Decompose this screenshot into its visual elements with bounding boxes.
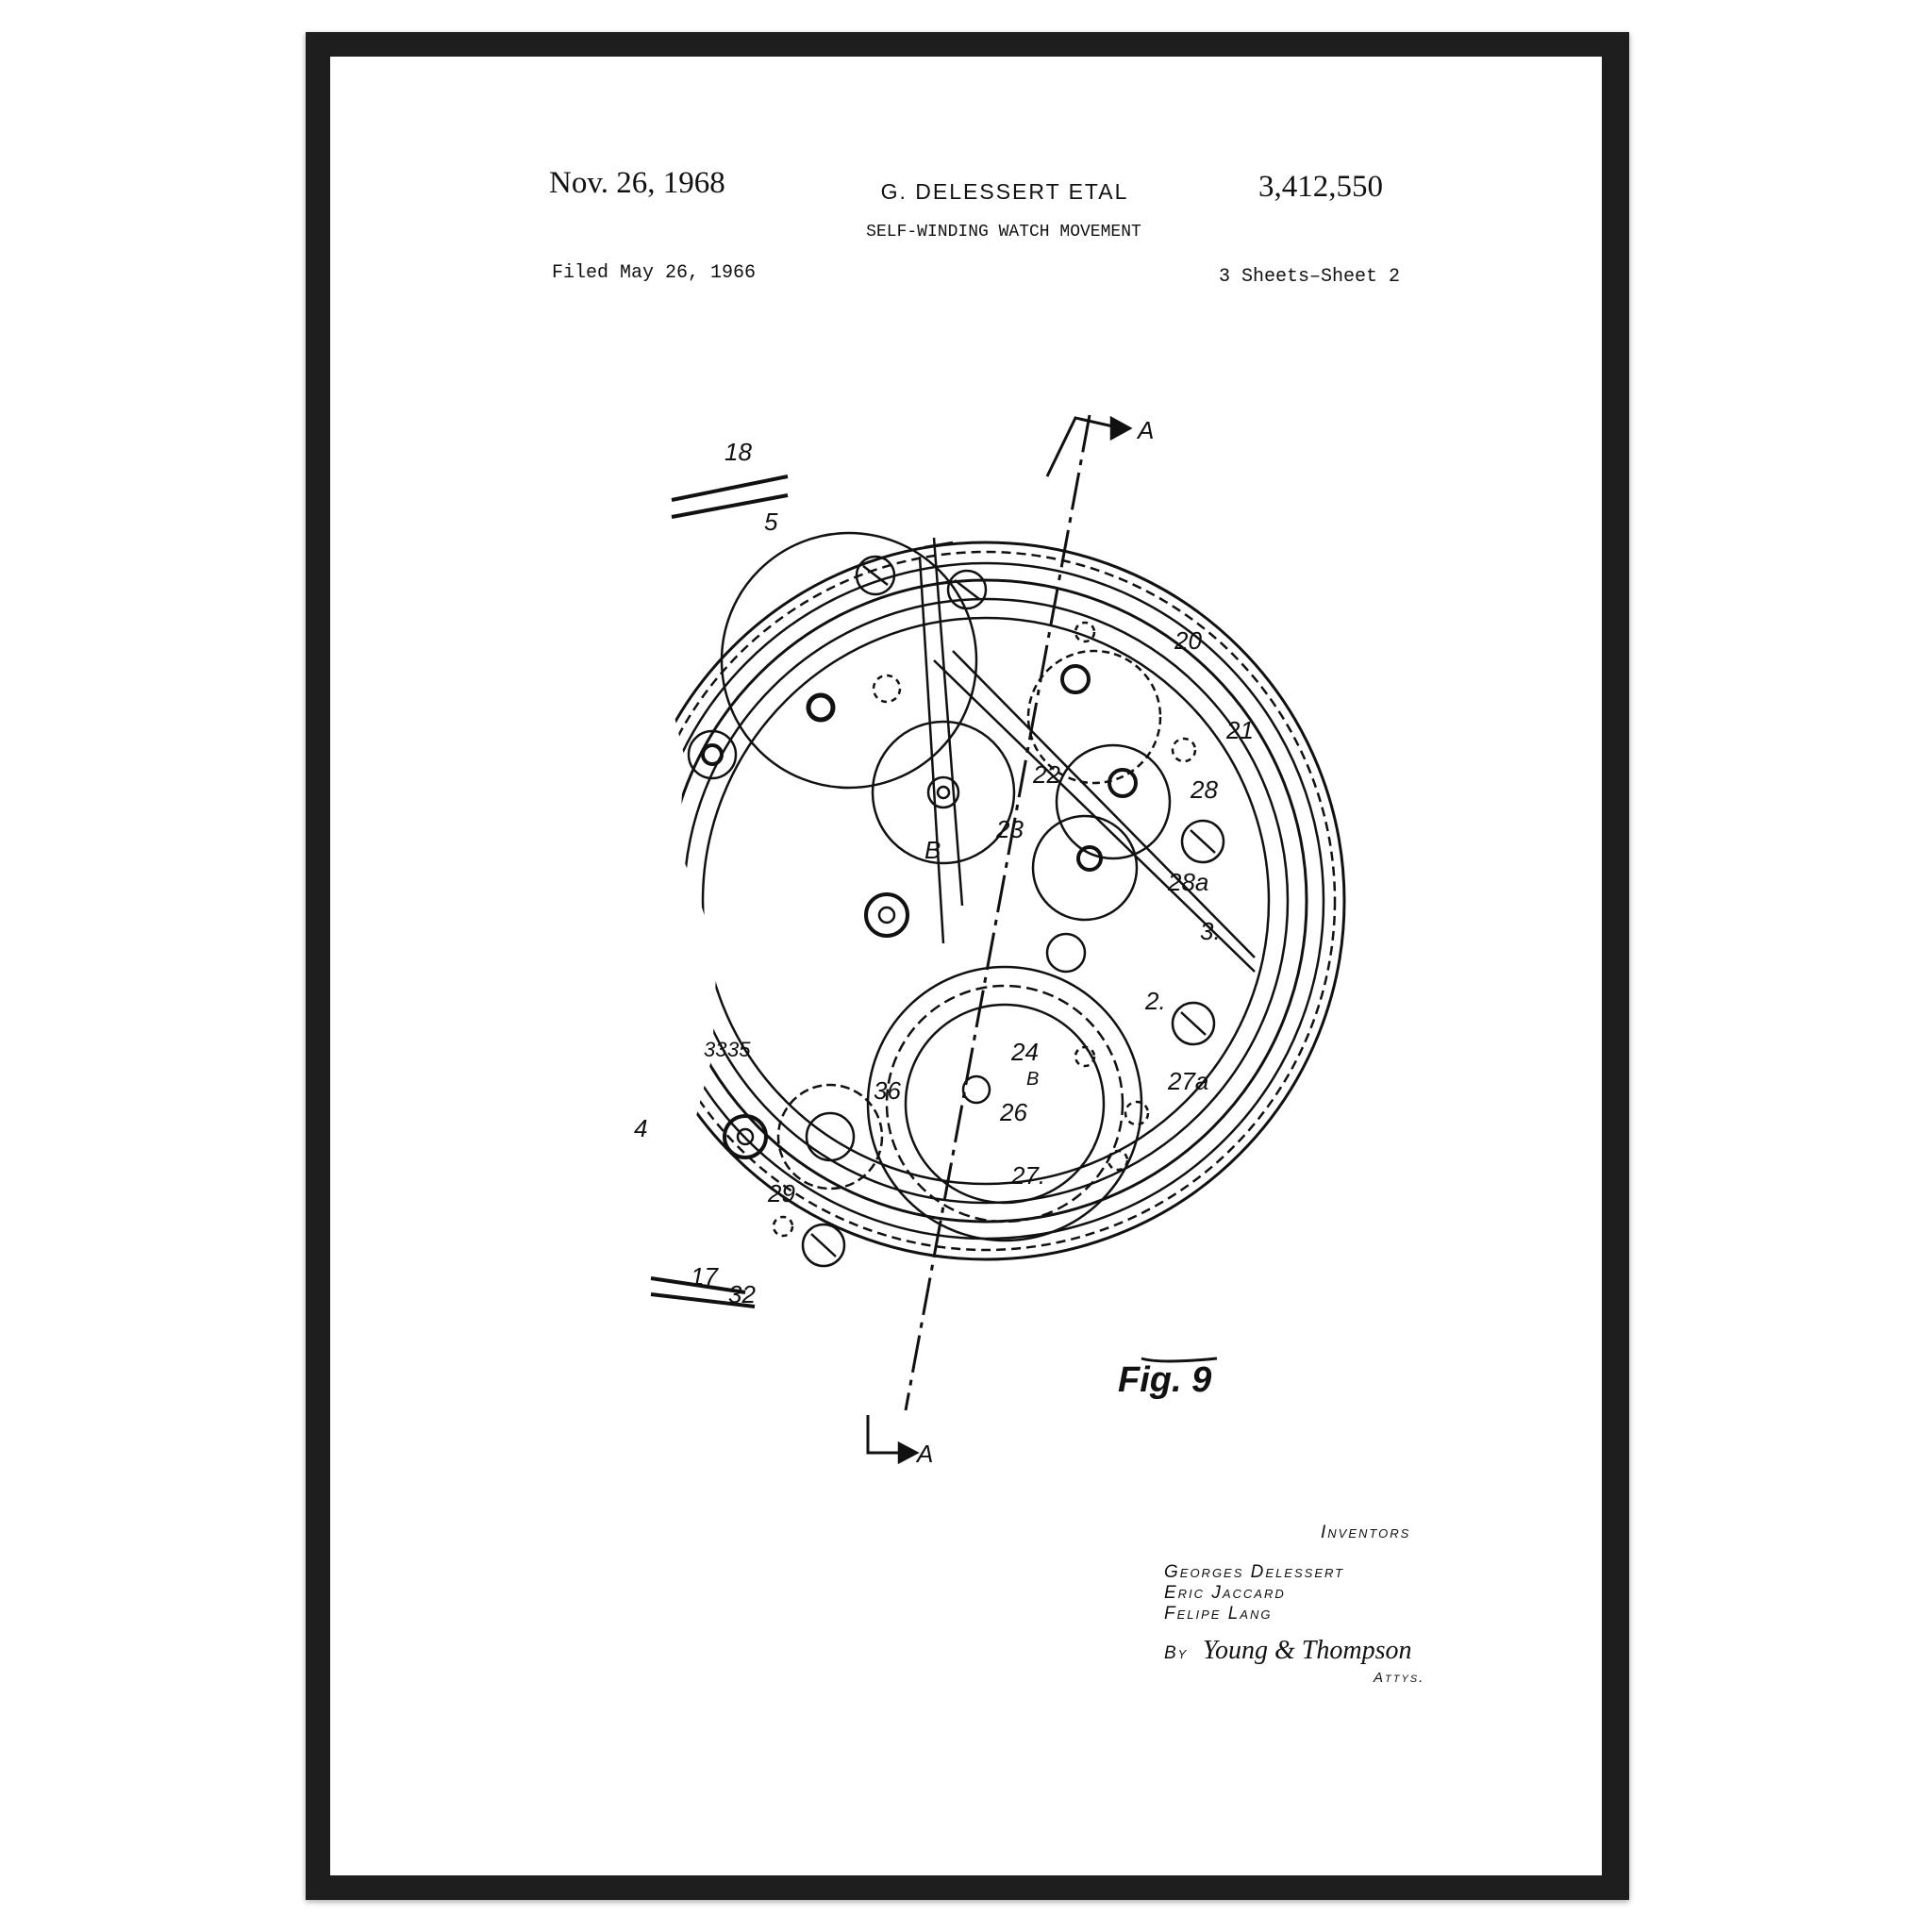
label-27: 27. [1010,1161,1045,1190]
case-band [671,475,789,519]
label-5: 5 [764,508,778,536]
label-28a: 28a [1167,868,1208,896]
inventors-heading: Inventors [1321,1523,1411,1542]
label-20: 20 [1174,626,1202,655]
label-35: 35 [727,1038,751,1061]
label-22: 22 [1032,760,1060,789]
patent-title: SELF-WINDING WATCH MOVEMENT [866,223,1141,242]
label-2: 2. [1144,987,1166,1015]
section-line [904,414,1091,1411]
label-36: 36 [874,1076,901,1105]
label-21: 21 [1225,716,1254,744]
label-b-arrow: B [1026,1069,1039,1090]
patent-number: 3,412,550 [1258,170,1383,204]
label-29: 29 [767,1179,795,1208]
movement-body [651,531,1346,1268]
sheet-count: 3 Sheets–Sheet 2 [1218,266,1400,288]
filed-date: Filed May 26, 1966 [552,262,757,284]
label-26: 26 [999,1098,1027,1126]
label-4: 4 [634,1114,647,1142]
label-3: 3. [1200,917,1221,945]
patent-sheet [330,57,1602,1875]
inventor-name: Felipe Lang [1164,1604,1273,1624]
screw-heads [801,555,1225,1268]
attorneys-label: Attys. [1374,1670,1425,1686]
label-32: 32 [728,1280,756,1308]
reference-labels: 18 5 20 21 22 28 23 28a B 3. 2. 24 27a B… [634,416,1254,1468]
label-24: 24 [1010,1038,1039,1066]
label-18: 18 [724,438,752,466]
label-b: B [924,836,941,864]
attorney-signature: Young & Thompson [1203,1636,1412,1665]
inventor-name: Georges Delessert [1164,1562,1345,1582]
label-33: 33 [704,1038,727,1061]
section-mark-top: A [1136,416,1154,444]
patent-date: Nov. 26, 1968 [549,166,725,200]
label-23: 23 [995,815,1024,843]
section-mark-bottom: A [915,1440,933,1468]
inventor-name: Eric Jaccard [1164,1583,1286,1603]
figure-label: Fig. 9 [1118,1360,1211,1400]
jewel-holes [772,621,1197,1238]
label-28: 28 [1190,775,1218,804]
by-label: By [1164,1643,1189,1663]
inventor-short: G. DELESSERT ETAL [880,179,1129,204]
label-27a: 27a [1167,1067,1208,1095]
label-17: 17 [691,1262,719,1291]
